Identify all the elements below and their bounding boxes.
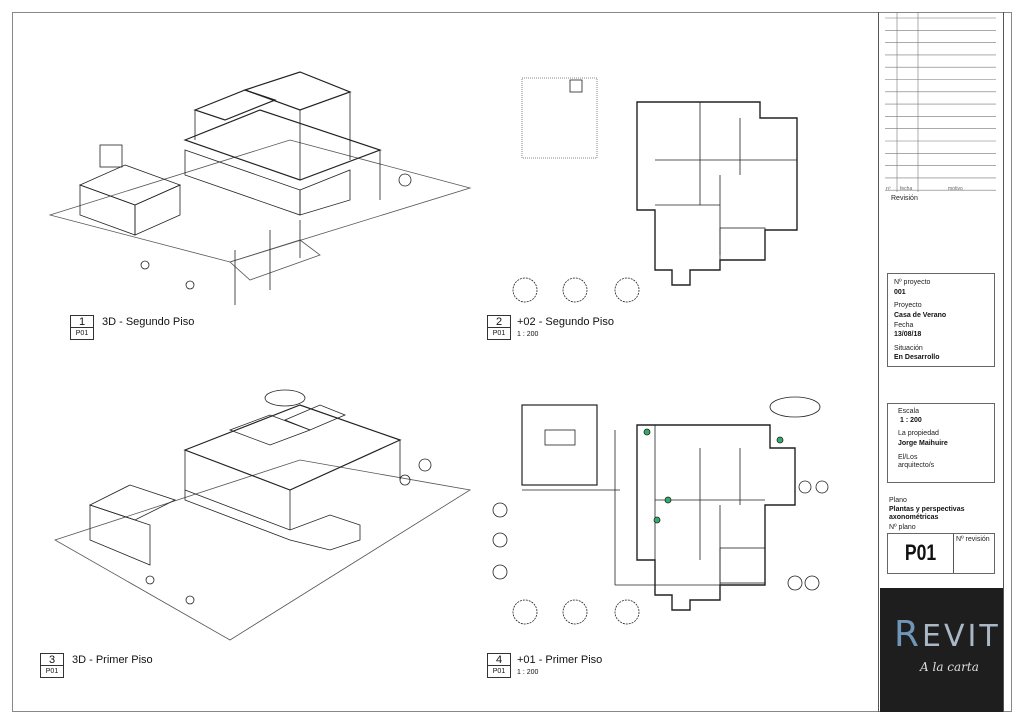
drawings-canvas (48, 71, 829, 641)
fecha-label: Fecha (894, 322, 914, 329)
view-label-3: 3 P01 (40, 653, 64, 678)
view-sheet: P01 (70, 328, 94, 340)
scale-owner-box: Escala 1 : 200 La propiedad Jorge Maihui… (887, 403, 995, 483)
view-label-1: 1 P01 (70, 315, 94, 340)
project-info-box: Nº proyecto 001 Proyecto Casa de Verano … (887, 273, 995, 367)
sheet-number: P01 (904, 540, 937, 565)
plano-value: Plantas y perspectivas axonométricas (889, 506, 965, 521)
floor-plan-primer-piso (492, 396, 829, 625)
view-number: 3 (40, 653, 64, 666)
n-proyecto-label: Nº proyecto (894, 279, 931, 286)
revision-header-n: nº (886, 186, 891, 192)
plano-label: Plano (889, 497, 907, 504)
isometric-view-segundo-piso (48, 71, 472, 305)
situacion-label: Situación (894, 345, 923, 352)
view-sheet: P01 (487, 328, 511, 340)
arquitectos-label: El/Los arquitecto/s (898, 454, 935, 469)
floor-plan-segundo-piso (512, 77, 798, 303)
view-scale-4: 1 : 200 (517, 669, 539, 676)
view-label-2: 2 P01 (487, 315, 511, 340)
n-plano-label: Nº plano (889, 524, 916, 531)
propiedad-value: Jorge Maihuire (898, 440, 948, 447)
escala-label: Escala (898, 408, 920, 415)
proyecto-label: Proyecto (894, 302, 922, 309)
view-number: 4 (487, 653, 511, 666)
view-title-3: 3D - Primer Piso (72, 654, 153, 666)
revision-header-motivo: motivo (948, 186, 963, 192)
view-scale-2: 1 : 200 (517, 331, 539, 338)
logo-brand: REVIT (894, 614, 1001, 655)
n-revision-label: Nº revisión (956, 536, 990, 543)
proyecto-value: Casa de Verano (894, 312, 947, 319)
revision-label: Revisión (891, 195, 918, 202)
sheet-number-box: P01 Nº revisión (887, 533, 995, 574)
escala-value: 1 : 200 (900, 417, 922, 424)
view-label-4: 4 P01 (487, 653, 511, 678)
logo-tagline: A la carta (920, 660, 979, 674)
situacion-value: En Desarrollo (894, 354, 940, 361)
view-number: 1 (70, 315, 94, 328)
propiedad-label: La propiedad (898, 430, 939, 437)
n-proyecto-value: 001 (894, 289, 906, 296)
isometric-view-primer-piso (54, 389, 472, 641)
view-title-4: +01 - Primer Piso (517, 654, 603, 666)
view-title-2: +02 - Segundo Piso (517, 316, 614, 328)
revision-header-fecha: fecha (900, 186, 913, 192)
revit-logo: REVIT A la carta (880, 588, 1003, 712)
fecha-value: 13/08/18 (894, 331, 922, 338)
view-sheet: P01 (40, 666, 64, 678)
sheet-border (12, 12, 1012, 712)
view-sheet: P01 (487, 666, 511, 678)
view-number: 2 (487, 315, 511, 328)
title-block (878, 12, 1004, 712)
view-title-1: 3D - Segundo Piso (102, 316, 195, 328)
